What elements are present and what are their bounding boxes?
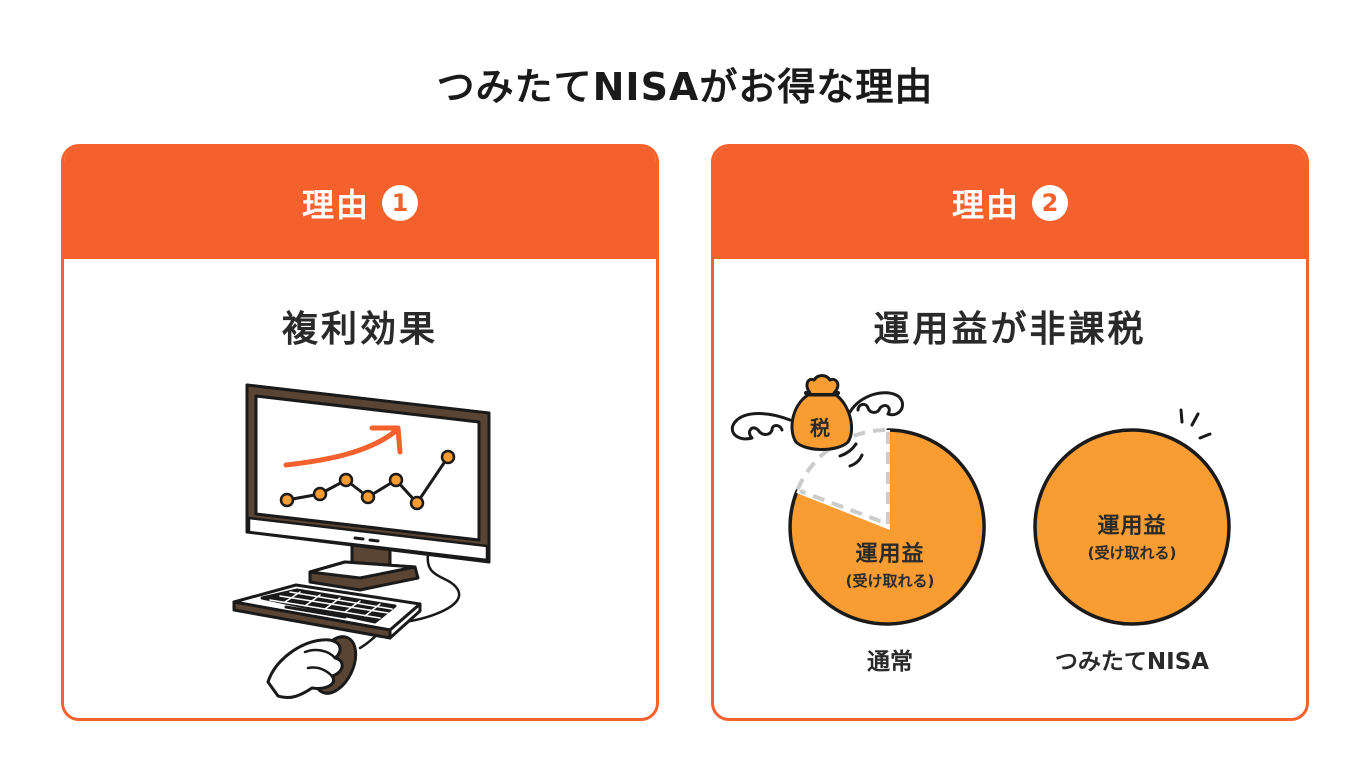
reason-label: 理由 [951,186,1020,224]
pie-nisa-main: 運用益 [1097,514,1167,539]
pie-normal-label: 通常 [867,649,913,675]
number-badge-icon: 2 [1032,185,1068,221]
pie-nisa-label: つみたてNISA [1054,649,1210,675]
number-badge-icon: 1 [382,185,418,221]
pie-normal-icon [788,427,986,626]
pie-normal-main: 運用益 [855,542,925,567]
pie-nisa-sub: (受け取れる) [1087,544,1177,562]
pie-nisa-text: 運用益 (受け取れる) [1062,508,1202,563]
reason-card-2-header: 理由 2 [714,147,1306,259]
computer-icon [232,383,491,700]
reason-card-1-header: 理由 1 [64,147,656,259]
line-chart-icon [279,449,456,511]
reason-1-title: 複利効果 [281,309,438,350]
page-title: つみたてNISAがお得な理由 [436,65,934,109]
pie-normal-sub: (受け取れる) [845,572,935,590]
rising-arrow-icon [283,425,403,468]
tax-bag-label: 税 [810,416,830,440]
reason-label: 理由 [301,186,370,224]
reason-2-title: 運用益が非課税 [873,309,1147,350]
pie-normal-text: 運用益 (受け取れる) [820,536,960,591]
pie-nisa-icon [1033,408,1231,626]
tax-bag-icon [730,374,904,451]
